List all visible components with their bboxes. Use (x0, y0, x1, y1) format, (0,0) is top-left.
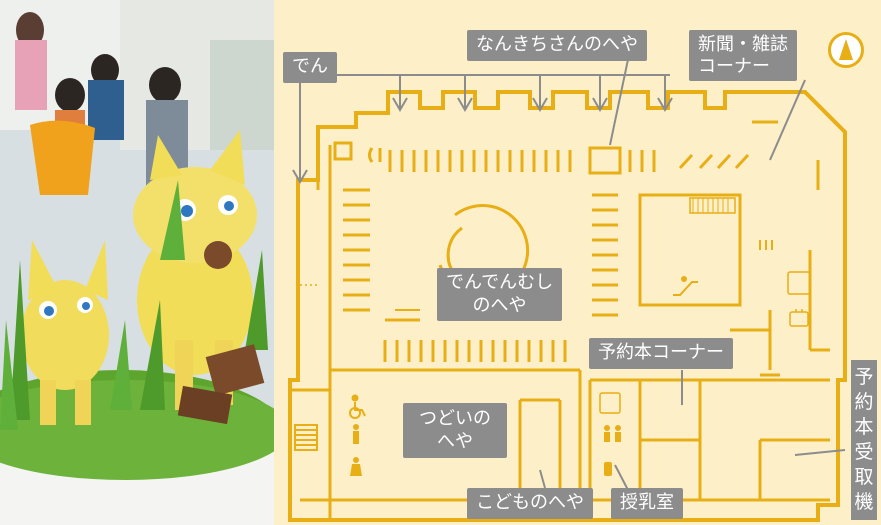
denden-room-label: でんでんむし のへや (437, 268, 563, 321)
tsudoi-line1: つどいの (419, 408, 491, 429)
stair-steps (692, 198, 729, 213)
bookshelves-bottom (383, 340, 567, 362)
reserve-pickup-label: 予 約 本 受 取 機 (851, 360, 877, 521)
elevator-icon (599, 271, 811, 414)
den-arrows (292, 49, 846, 491)
tsudoi-line2: へや (437, 430, 473, 452)
floor-map (274, 0, 881, 525)
reserve-pickup-char: 受 (854, 441, 874, 464)
reserve-pickup-char: 本 (854, 416, 874, 439)
tsudoi-room-label: つどいの へや (403, 403, 507, 458)
library-photo (0, 0, 274, 525)
newspaper-corner-label: 新聞・雑誌 コーナー (689, 30, 797, 82)
reserve-pickup-char: 予 (854, 366, 874, 388)
denden-room-line2: のへや (472, 294, 527, 316)
reserve-pickup-char: 取 (854, 466, 874, 489)
stair-hall (638, 193, 742, 307)
building-outer-wall (288, 90, 847, 522)
baby-icon (604, 425, 621, 476)
bookshelves-top (388, 150, 572, 172)
den-label: でん (283, 52, 337, 83)
reserve-pickup-char: 機 (854, 491, 874, 514)
map-background (274, 0, 881, 525)
escalator-icon (673, 276, 698, 296)
north-compass-icon (828, 32, 864, 68)
reserve-corner-label: 予約本コーナー (589, 338, 733, 369)
nursing-room-label: 授乳室 (611, 488, 683, 519)
bookshelves-left (343, 188, 370, 312)
magazine-racks (678, 153, 750, 170)
bookshelves-middle (592, 193, 618, 317)
reserve-pickup-char: 約 (854, 391, 874, 414)
wheelchair-icon (349, 394, 366, 419)
toilet-icon (350, 424, 362, 476)
denden-room-line1: でんでんむし (446, 272, 554, 293)
left-stair (294, 424, 318, 451)
kodomo-room-label: こどものへや (467, 488, 593, 519)
photo-illustration (0, 0, 274, 525)
locker-icon (789, 309, 809, 327)
nankichi-room-label: なんきちさんのへや (467, 30, 647, 61)
